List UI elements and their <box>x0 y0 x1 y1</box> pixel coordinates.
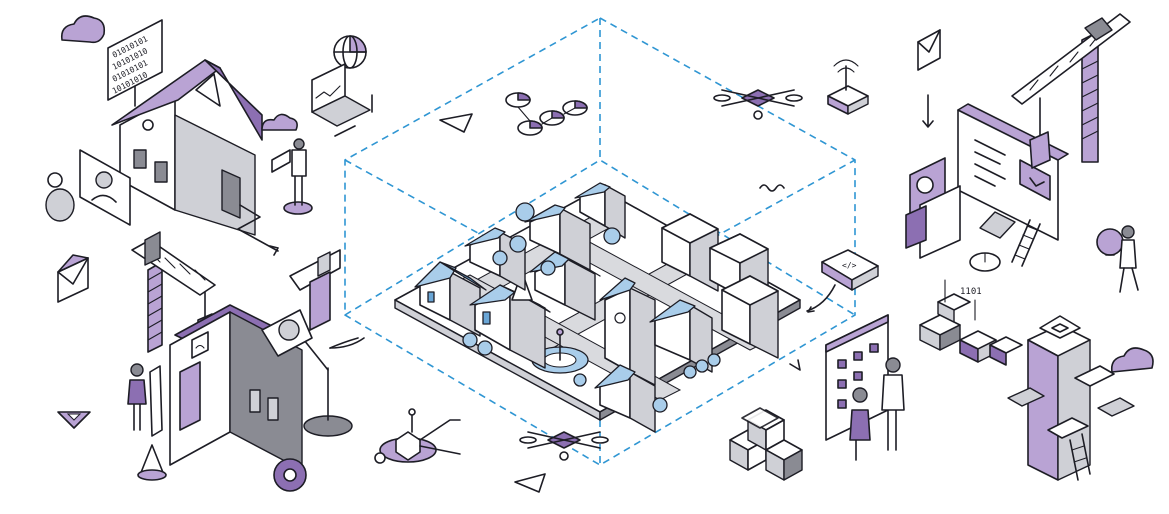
code-chip-icon: </> <box>806 249 879 313</box>
wifi-router-icon <box>827 59 869 115</box>
data-blocks: 1101 <box>919 279 1023 366</box>
person-with-lightbulb <box>1096 225 1139 293</box>
drone-bottom <box>519 431 609 461</box>
connector-arrow <box>237 204 279 252</box>
desk-lamp <box>261 309 365 437</box>
trees <box>462 202 721 413</box>
arrow-to-city <box>329 337 359 349</box>
paper-plane-bottom <box>514 473 546 493</box>
binary-monitor: 01010101 10101010 01010101 10101010 <box>107 19 163 107</box>
binary-bits-label: 1101 <box>960 287 982 297</box>
house-back-row <box>464 182 626 291</box>
open-roof-house <box>169 304 303 471</box>
squiggle-line <box>759 184 785 192</box>
hexagon-cube-connector <box>374 408 461 464</box>
ladder-right <box>1011 219 1041 267</box>
house-blue-4 <box>594 364 656 433</box>
city-block <box>394 182 801 433</box>
pie-chart-network <box>505 92 588 136</box>
apartment-buildings <box>661 213 779 359</box>
desktop-monitor <box>957 103 1069 241</box>
arrow-to-board <box>789 359 801 371</box>
profile-cards <box>905 157 961 259</box>
person-with-laptop <box>261 113 313 215</box>
set-square-icon <box>57 411 91 429</box>
mail-icon-right <box>917 29 941 71</box>
kanban-board-with-people <box>825 314 905 461</box>
globe-and-laptop <box>311 35 373 137</box>
house-with-monitor <box>111 59 263 236</box>
cloud-icon <box>60 15 106 44</box>
down-arrow <box>922 94 934 128</box>
gear-icon <box>273 458 307 492</box>
stacked-cubes <box>729 407 803 481</box>
drone-top <box>713 89 803 120</box>
house-blue-1 <box>414 261 487 337</box>
envelope-icon <box>57 254 89 303</box>
computer-mouse <box>969 252 1001 272</box>
traffic-cone-icon <box>137 444 167 481</box>
house-blue-3 <box>649 299 713 373</box>
paper-plane-top <box>439 113 473 133</box>
svg-text:</>: </> <box>842 261 857 270</box>
person-with-ruler <box>127 363 163 437</box>
magnet-icon <box>289 249 341 331</box>
video-call-screen <box>45 149 131 226</box>
house-blue-2 <box>529 251 601 321</box>
construction-crane-right <box>1011 13 1131 169</box>
server-tower <box>1007 315 1154 481</box>
